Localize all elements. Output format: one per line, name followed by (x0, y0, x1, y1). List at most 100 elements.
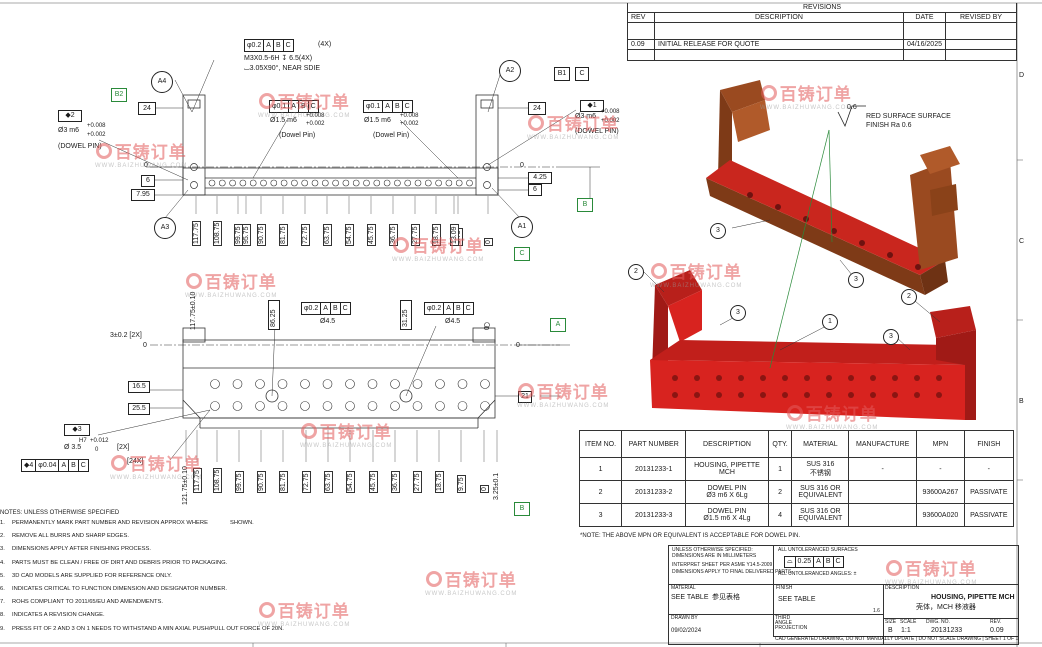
dim-left-6: 6 (141, 175, 155, 187)
iso-hole (760, 375, 766, 381)
dim-right-4-25: 4.25 (528, 172, 552, 184)
datum-b-front: B (514, 502, 530, 516)
front-vertical-dim: 9.75 (457, 475, 466, 493)
countersink-note: ⌴3.05X90°, NEAR SDIE (244, 65, 321, 72)
note-3-count-2x: [2X] (117, 444, 130, 451)
iso-hole (870, 375, 876, 381)
iso-hole (738, 375, 744, 381)
top-hole (404, 179, 412, 187)
front-vertical-dim: 18.75 (435, 471, 444, 493)
iso-hole (826, 375, 832, 381)
front-hole (435, 401, 445, 411)
top-hole (321, 179, 329, 187)
dim-right-0: 0 (520, 162, 524, 169)
pin-left-tol-hi: +0.008 (306, 113, 325, 119)
iso-hole (848, 375, 854, 381)
notes-title: NOTES: UNLESS OTHERWISE SPECIFIED (0, 510, 120, 516)
iso-hole (936, 392, 942, 398)
bom-table: ITEM NO. PART NUMBER DESCRIPTION QTY. MA… (578, 430, 1015, 527)
iso-hole (716, 392, 722, 398)
note-3-tol-hi: +0.012 (90, 438, 109, 444)
tol-line-2: DIMENSIONS ARE IN MILLIMETERS (672, 553, 757, 559)
iso-hole (859, 240, 865, 246)
top-hole (363, 179, 370, 187)
top-hole (219, 179, 226, 187)
front-hole (255, 401, 265, 411)
front-vertical-dim: 63.75 (324, 471, 333, 493)
front-right-dim-21: 21 (518, 391, 532, 403)
red-part-render (650, 270, 976, 420)
finish-value: SEE TABLE (778, 596, 816, 603)
iso-hole (826, 392, 832, 398)
revised-by-header: REVISED BY (945, 12, 1017, 23)
iso-hole (782, 392, 788, 398)
pin-hole (483, 181, 491, 189)
note-3-h7: H7 (79, 438, 87, 444)
datum-c: C (514, 247, 530, 261)
left-dowel-label: (DOWEL PIN) (58, 143, 102, 150)
datum-b1: B1 (554, 67, 570, 81)
description-header: DESCRIPTION (654, 12, 904, 23)
bom-header-part-number: PART NUMBER (621, 430, 687, 458)
front-right-dim-0: 0 (516, 342, 520, 349)
top-hole (373, 179, 381, 187)
top-hole (455, 179, 463, 187)
top-hole (414, 179, 422, 187)
pin-left-dim: Ø1.5 m6 (270, 117, 297, 124)
front-hole (367, 401, 378, 411)
mount-hole-left (265, 389, 279, 403)
iso-hole (694, 375, 700, 381)
top-hole (383, 179, 391, 187)
iso-hole (914, 375, 920, 381)
note-3-count-24x: [24X] (127, 458, 144, 465)
top-hole (260, 179, 267, 187)
front-left-dim-0: 0 (143, 342, 147, 349)
size-value: B (888, 627, 893, 634)
iso-hole (747, 192, 753, 198)
iso-hole (892, 392, 898, 398)
front-hole (210, 401, 220, 411)
zone-label-b: B (1019, 398, 1024, 405)
front-hole (480, 379, 490, 389)
isometric-view (643, 80, 976, 420)
top-hole (239, 179, 247, 187)
hole-left-dim: Ø4.5 (320, 318, 336, 325)
iso-hole (887, 252, 893, 258)
dim-left-7-95: 7.95 (131, 189, 155, 201)
note-item: 9.PRESS FIT OF 2 AND 3 ON 1 NEEDS TO WIT… (0, 625, 284, 632)
front-vertical-dim: 0 (480, 485, 489, 493)
front-vertical-dim: 27.75 (413, 471, 422, 493)
material-label: MATERIAL (671, 585, 696, 591)
bom-header-manufacture: MANUFACTURE (848, 430, 918, 458)
front-vertical-dim: 54.75 (346, 471, 355, 493)
surface-tol-label: ALL UNTOLERANCED SURFACES (778, 547, 858, 553)
iso-hole (870, 392, 876, 398)
balloon-3-a: 3 (710, 223, 726, 239)
rev-description: INITIAL RELEASE FOR QUOTE (654, 39, 904, 50)
top-hole (342, 179, 350, 187)
front-vertical-dim: 108.75 (213, 467, 222, 493)
front-hole (390, 401, 400, 411)
front-vertical-dim: 90.75 (257, 471, 266, 493)
bom-header-qty: QTY. (767, 430, 793, 458)
datum-a: A (550, 318, 566, 332)
zone-label-c: C (1019, 238, 1025, 245)
top-hole (394, 179, 401, 187)
bom-footnote: *NOTE: THE ABOVE MPN OR EQUIVALENT IS AC… (580, 533, 801, 539)
top-hole (445, 179, 453, 187)
front-hole (277, 379, 288, 389)
left-dowel-dim: Ø3 m6 (58, 127, 80, 134)
front-vertical-dim: 117.75 (193, 468, 202, 493)
front-vertical-dim: 81.75 (279, 471, 288, 493)
iso-hole (775, 204, 781, 210)
top-hole (332, 179, 339, 187)
iso-hole (672, 392, 678, 398)
iso-hole (848, 392, 854, 398)
iso-hole (804, 392, 810, 398)
description-value: HOUSING, PIPETTE MCH (931, 594, 1015, 601)
iso-hole (831, 228, 837, 234)
rev-value-tb: 0.09 (990, 627, 1004, 634)
